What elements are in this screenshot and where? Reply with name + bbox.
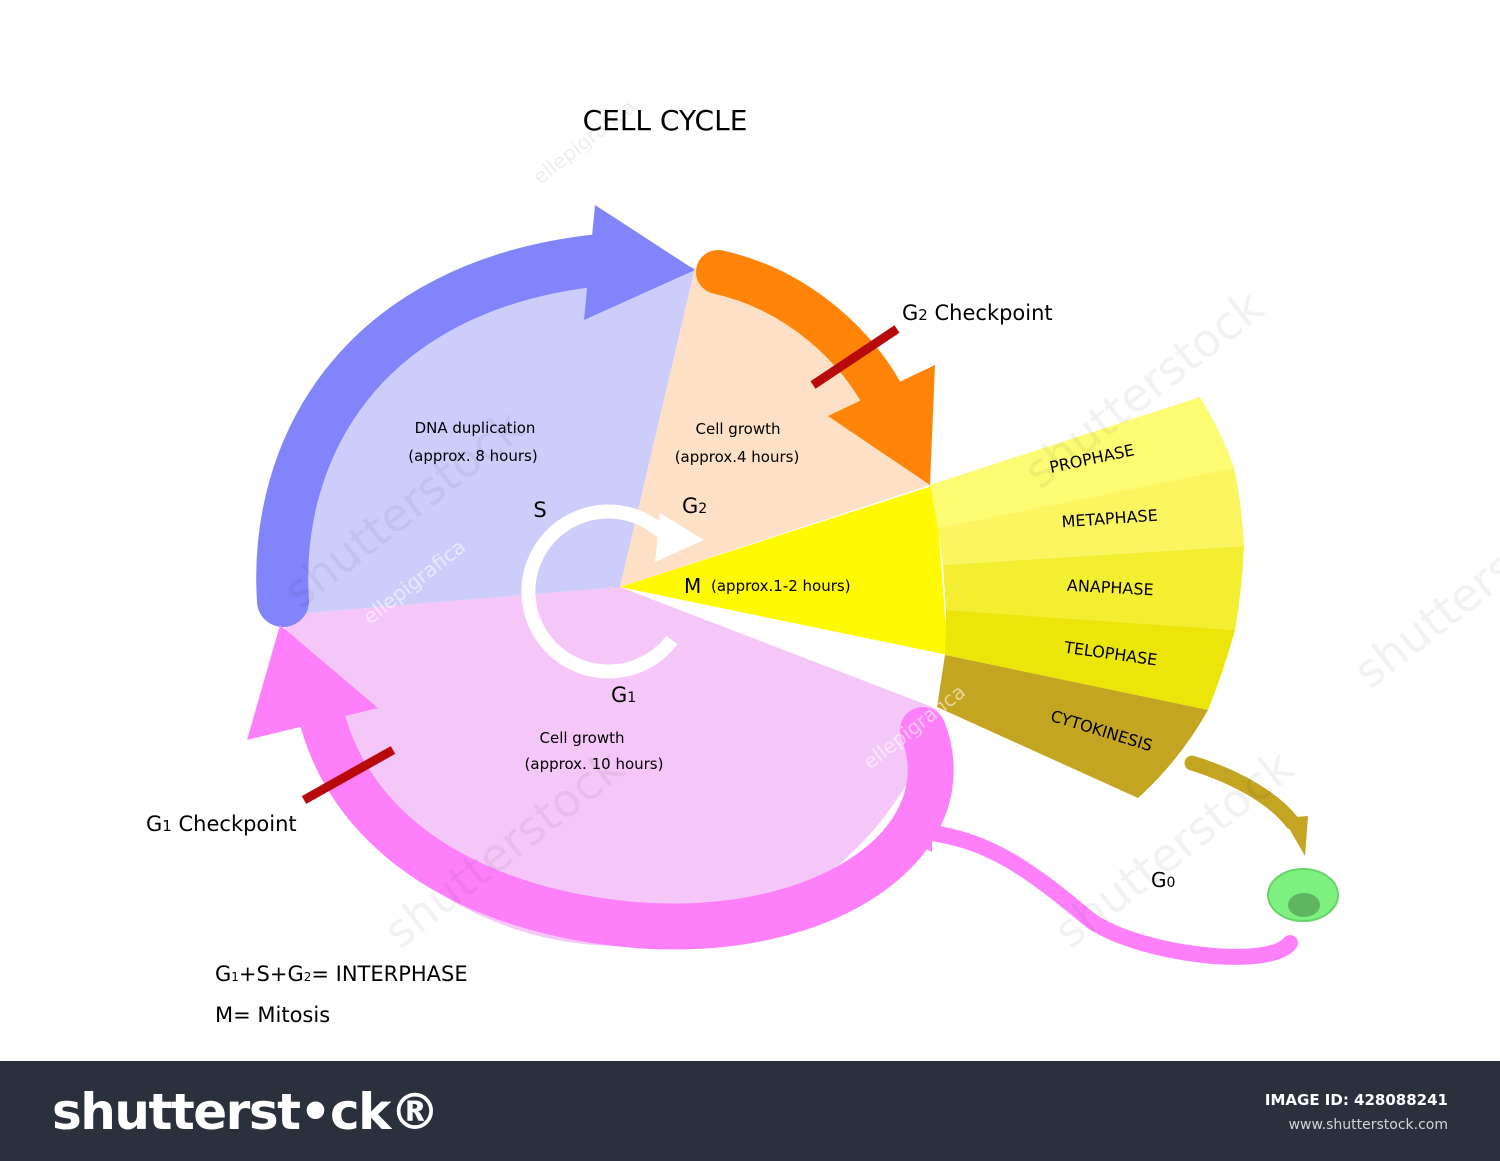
- m-phase-letter: M: [684, 574, 701, 598]
- g2-checkpoint-label: G2 Checkpoint: [902, 301, 1053, 325]
- s-phase-desc: DNA duplication: [415, 419, 536, 437]
- g2-arc-arrow-head: [828, 365, 935, 485]
- g2-phase-sector: [620, 268, 930, 587]
- g2-phase-desc: Cell growth: [696, 420, 781, 438]
- diagram-title: CELL CYCLE: [583, 104, 748, 137]
- g0-return-arrow-shaft: [917, 824, 1298, 965]
- stage-band-prophase: [930, 397, 1234, 528]
- s-arc-arrow-shaft: [256, 234, 626, 627]
- stage-band-metaphase: [938, 468, 1244, 565]
- g0-cell-nucleus: [1288, 893, 1320, 917]
- center-cycle-arrow: [521, 504, 678, 679]
- m-phase-duration: (approx.1-2 hours): [711, 577, 851, 595]
- stage-band-anaphase: [943, 546, 1244, 630]
- g2-phase-letter: G2: [682, 494, 707, 518]
- g2-arc-arrow-shaft: [696, 250, 907, 422]
- g2-checkpoint-bar: [810, 325, 900, 389]
- s-phase-duration: (approx. 8 hours): [408, 447, 537, 465]
- cytokinesis-to-g0-arrow-shaft: [1184, 755, 1300, 830]
- stage-band-cytokinesis: [937, 655, 1208, 798]
- site-url: www.shutterstock.com: [1288, 1117, 1448, 1133]
- image-id-label: IMAGE ID: 428088241: [1264, 1091, 1448, 1109]
- g1-phase-letter: G1: [611, 683, 636, 707]
- s-arc-arrow-head: [584, 205, 695, 320]
- stage-label-anaphase: ANAPHASE: [1066, 576, 1154, 600]
- s-phase-letter: S: [533, 498, 546, 522]
- legend-interphase: G1+S+G2= INTERPHASE: [215, 962, 468, 986]
- g1-checkpoint-bar: [301, 746, 396, 804]
- stage-band-telophase: [945, 610, 1235, 710]
- cytokinesis-to-g0-arrow-head: [1283, 816, 1308, 856]
- g1-phase-duration: (approx. 10 hours): [525, 755, 664, 773]
- footer-bar: shutterst•ck® IMAGE ID: 428088241 www.sh…: [0, 1061, 1500, 1161]
- g0-phase-letter: G0: [1151, 868, 1175, 892]
- center-cycle-arrow-head: [655, 513, 704, 562]
- watermark-shutterstock: shutterstock: [1344, 479, 1500, 699]
- g1-checkpoint-label: G1 Checkpoint: [146, 812, 297, 836]
- g1-arc-arrow-head: [247, 625, 378, 740]
- g1-phase-desc: Cell growth: [540, 729, 625, 747]
- g0-return-arrow-head: [892, 808, 932, 852]
- g2-phase-duration: (approx.4 hours): [675, 448, 800, 466]
- brand-logo: shutterst•ck®: [52, 1083, 440, 1141]
- legend-mitosis: M= Mitosis: [215, 1003, 330, 1027]
- m-phase-sector: [620, 485, 948, 655]
- s-phase-sector: [283, 257, 695, 615]
